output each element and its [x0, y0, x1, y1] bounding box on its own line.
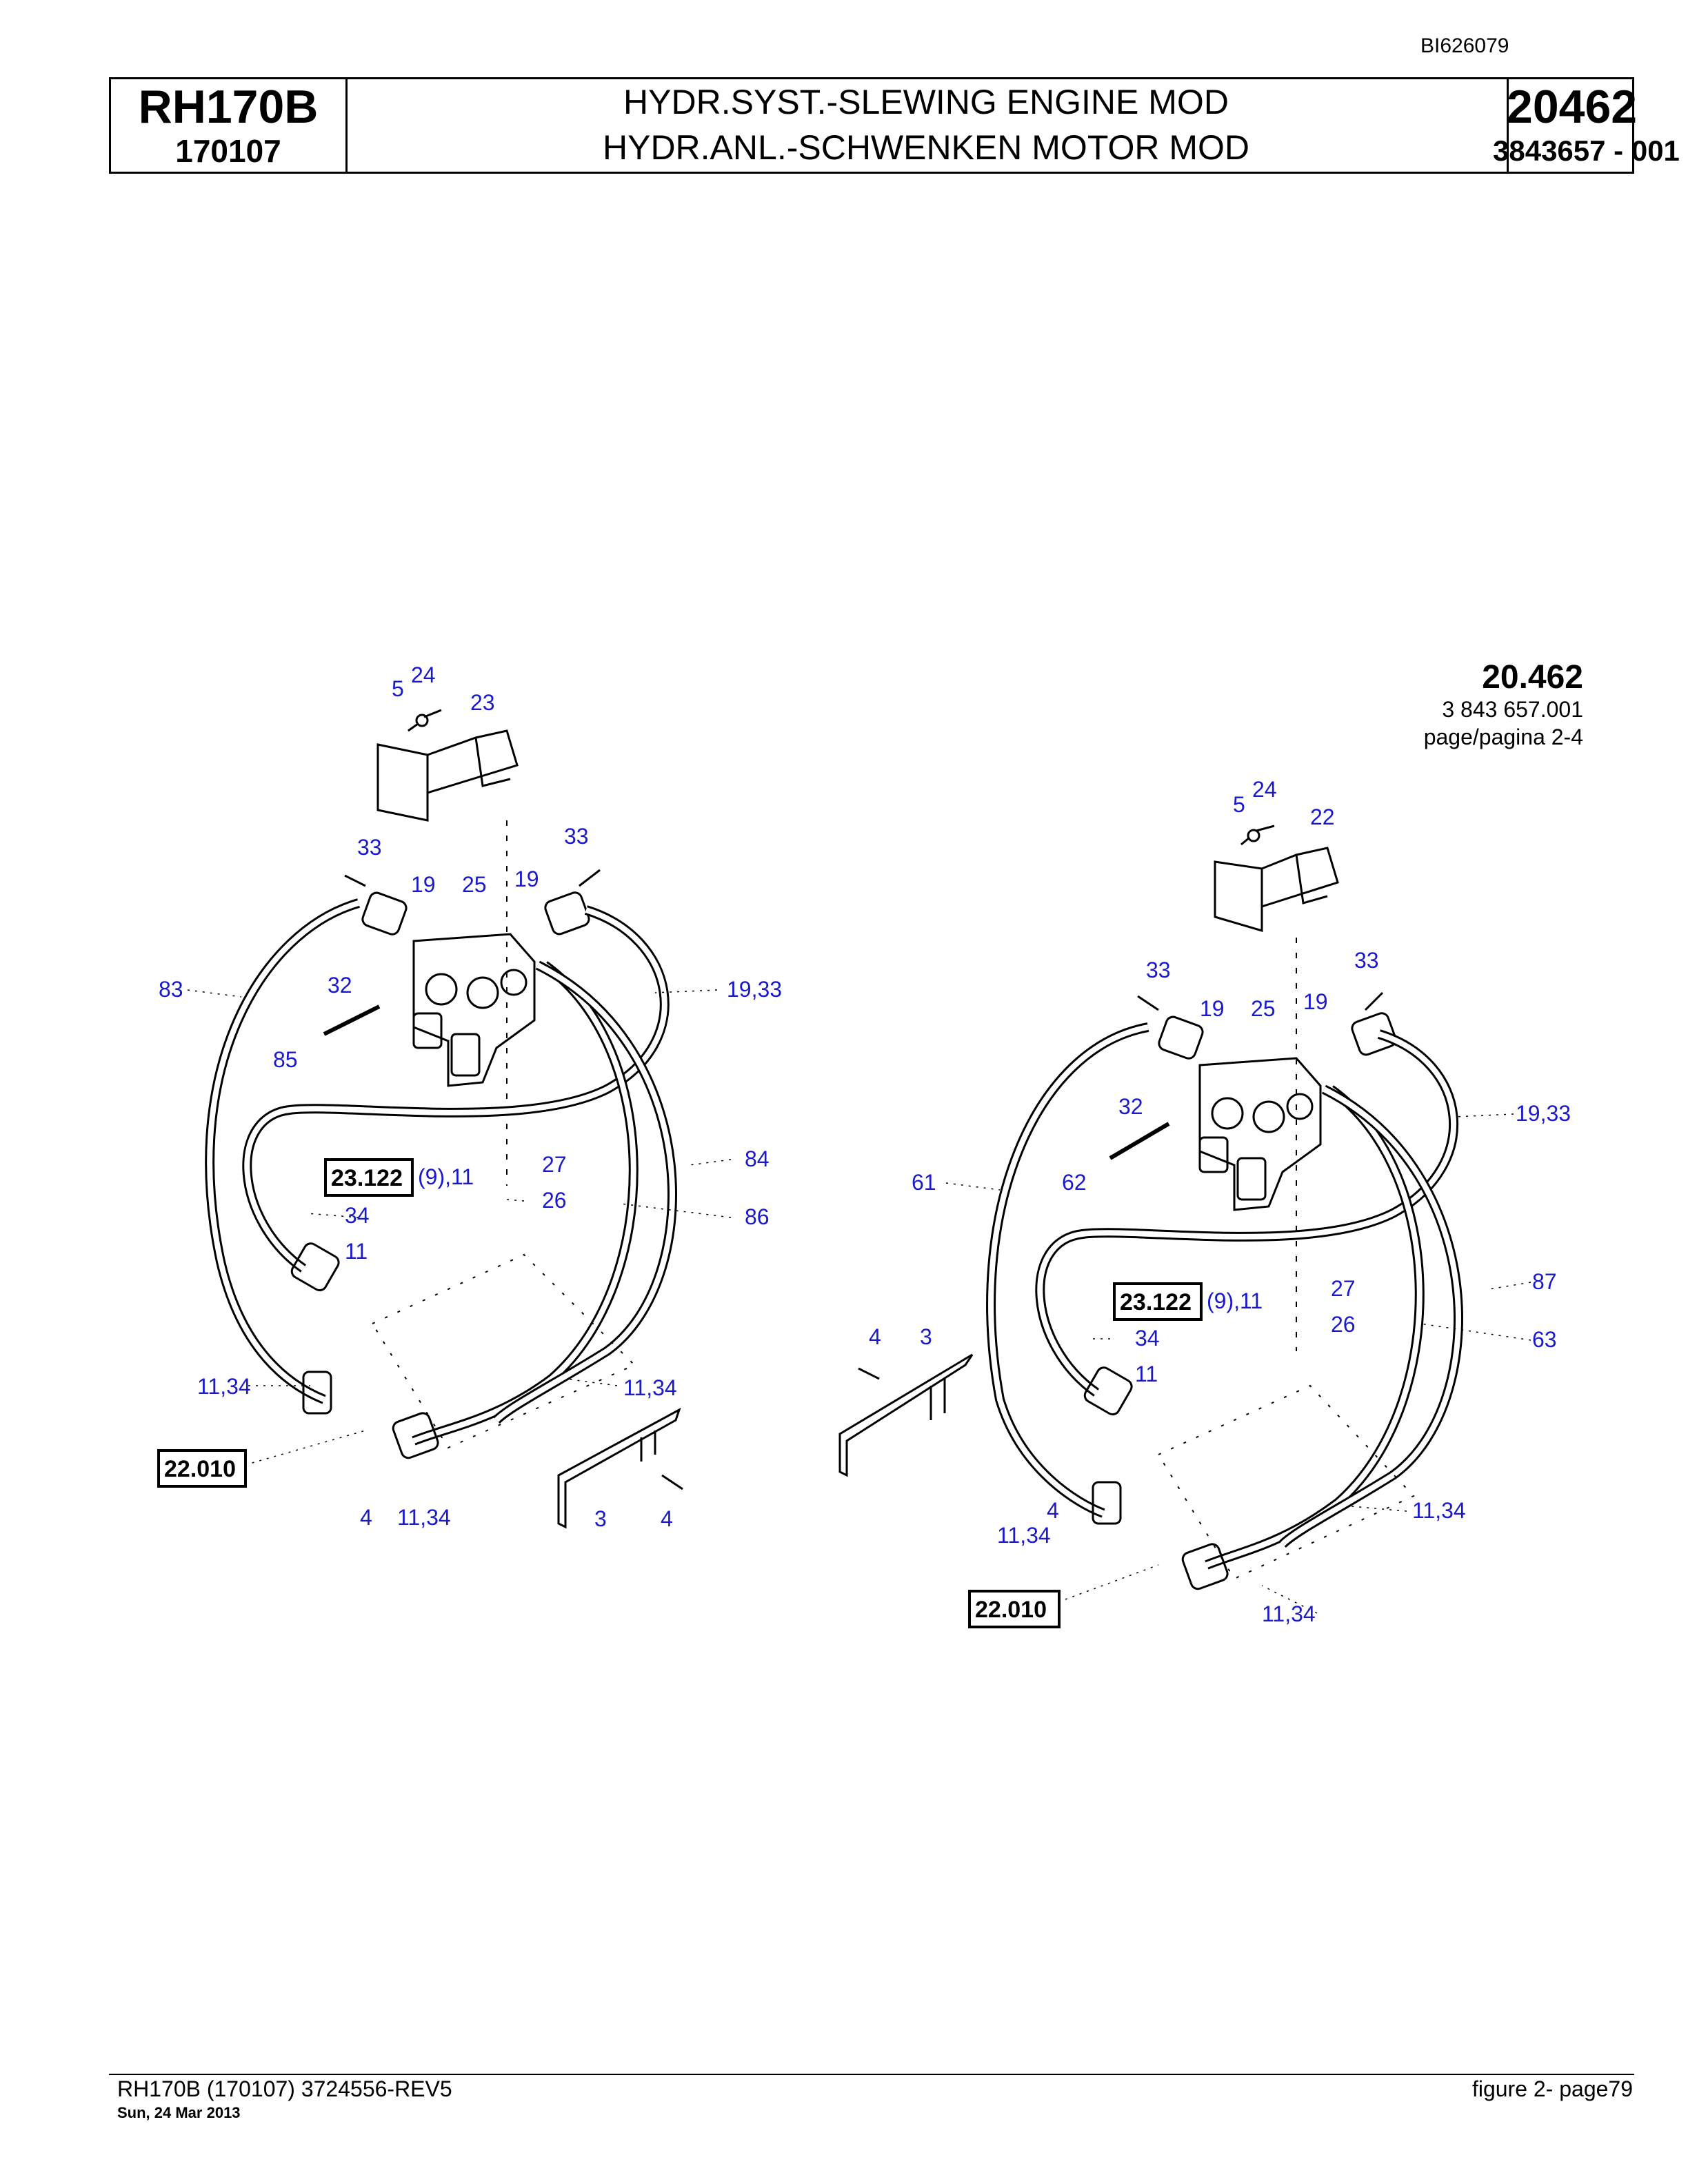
callout: 11,34 [1412, 1498, 1466, 1523]
title-german: HYDR.ANL.-SCHWENKEN MOTOR MOD [602, 128, 1249, 167]
callout: 24 [1252, 777, 1277, 802]
callout: 5 [1233, 792, 1245, 817]
part-number: 20462 [1507, 81, 1638, 133]
reference-23122: 23.122 [331, 1165, 403, 1191]
footer-date: Sun, 24 Mar 2013 [117, 2104, 241, 2121]
callout: 61 [912, 1170, 936, 1195]
callout: 4 [1047, 1498, 1059, 1523]
stamp-number: 20.462 [1482, 659, 1583, 696]
callout: 84 [745, 1146, 770, 1171]
footer-document: RH170B (170107) 3724556-REV5 [117, 2076, 452, 2101]
callout: 11 [345, 1239, 368, 1264]
callout: 19,33 [727, 977, 782, 1002]
callout: 19 [1200, 996, 1225, 1021]
left-leaders [187, 989, 732, 1466]
callout: 33 [1354, 948, 1379, 973]
callout: 86 [745, 1204, 770, 1229]
reference-23122: 23.122 [1120, 1289, 1192, 1315]
callout: 11,34 [197, 1374, 251, 1399]
right-leaders [945, 1113, 1531, 1614]
document-id: BI626079 [1420, 34, 1509, 57]
callout: (9),11 [1207, 1288, 1263, 1313]
callout: 4 [661, 1506, 673, 1531]
left-callouts: 5 24 23 33 33 19 25 19 83 32 19,33 85 84… [157, 663, 782, 1531]
ref-box-22010 [968, 1590, 1061, 1628]
reference-22010: 22.010 [164, 1456, 236, 1482]
callout: 27 [542, 1152, 567, 1177]
callout: 11,34 [1262, 1601, 1316, 1626]
callout: 5 [392, 676, 404, 701]
callout: 34 [345, 1203, 370, 1228]
right-assembly [838, 825, 1463, 1590]
callout: 11,34 [623, 1375, 677, 1400]
left-assembly [205, 709, 683, 1529]
callout: 33 [564, 824, 589, 849]
callout: 19,33 [1516, 1101, 1571, 1126]
model-cell: RH170B 170107 [111, 79, 348, 172]
callout: 25 [462, 872, 487, 897]
footer-divider [109, 2074, 1634, 2075]
callout: 63 [1532, 1327, 1557, 1352]
right-callouts: 5 24 22 33 33 19 25 19 32 19,33 61 62 23… [869, 777, 1571, 1628]
figure-stamp: 20.462 3 843 657.001 page/pagina 2-4 [1424, 659, 1583, 749]
callout: 19 [1303, 989, 1328, 1014]
callout: 11 [1135, 1362, 1158, 1386]
callout: 19 [411, 872, 436, 897]
callout: 22 [1310, 805, 1335, 829]
callout: 85 [273, 1047, 298, 1072]
callout: 24 [411, 663, 436, 687]
callout: 11,34 [397, 1505, 451, 1530]
callout: 32 [1118, 1094, 1143, 1119]
callout: 23 [470, 690, 495, 715]
ref-box-23122 [324, 1158, 414, 1197]
callout: 3 [920, 1324, 932, 1349]
stamp-code: 3 843 657.001 [1442, 697, 1583, 722]
callout: 34 [1135, 1326, 1160, 1351]
reference-22010: 22.010 [975, 1597, 1047, 1623]
callout: 87 [1532, 1269, 1557, 1294]
callout: 25 [1251, 996, 1276, 1021]
stamp-page: page/pagina 2-4 [1424, 725, 1583, 749]
footer-page: figure 2- page79 [1471, 2076, 1633, 2101]
ref-box-23122 [1113, 1282, 1203, 1321]
ref-box-22010 [157, 1449, 247, 1488]
callout: 4 [360, 1505, 372, 1530]
callout: 27 [1331, 1276, 1356, 1301]
callout: 19 [514, 867, 539, 891]
callout: 33 [1146, 958, 1171, 982]
callout: 83 [159, 977, 183, 1002]
callout: 4 [869, 1324, 881, 1349]
model-name: RH170B [138, 81, 319, 133]
callout: (9),11 [418, 1164, 474, 1189]
callout: 33 [357, 835, 382, 860]
callout: 26 [542, 1188, 567, 1213]
callout: 62 [1062, 1170, 1087, 1195]
serial-number: 170107 [175, 133, 281, 169]
title-english: HYDR.SYST.-SLEWING ENGINE MOD [623, 83, 1229, 121]
callout: 11,34 [997, 1523, 1051, 1548]
callout: 32 [328, 973, 352, 998]
title-cell: HYDR.SYST.-SLEWING ENGINE MOD HYDR.ANL.-… [345, 79, 1509, 172]
callout: 26 [1331, 1312, 1356, 1337]
callout: 3 [594, 1506, 607, 1531]
